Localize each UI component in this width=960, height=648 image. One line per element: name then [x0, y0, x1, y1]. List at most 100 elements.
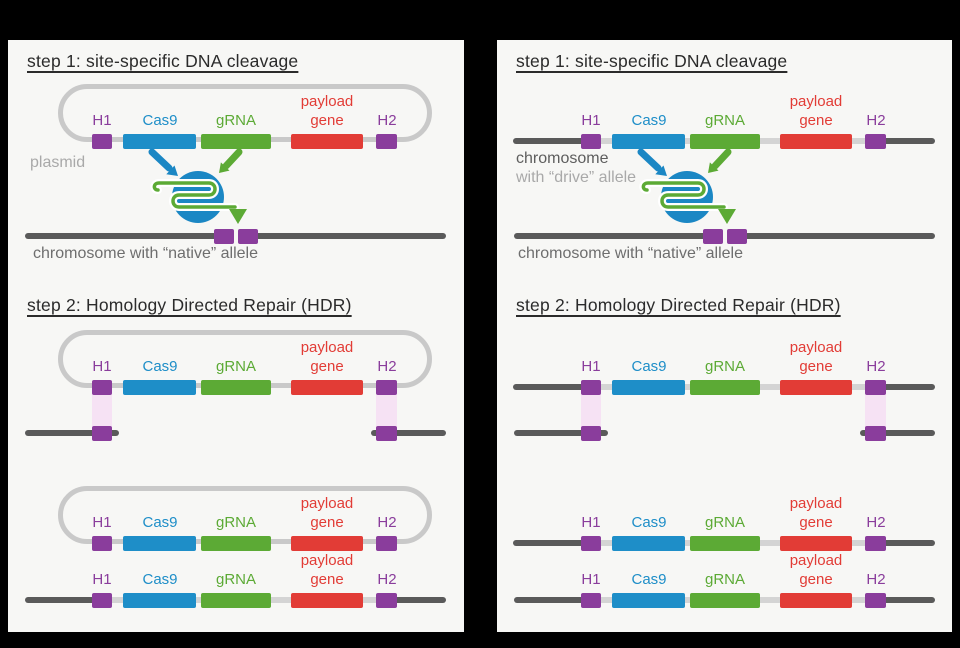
gene-block-cas9 — [612, 134, 685, 149]
grna-strand-icon — [641, 181, 726, 209]
gene-block-grna — [201, 593, 271, 608]
gene-label-h2: H2 — [866, 514, 886, 531]
gene-block-h1 — [581, 593, 601, 608]
gene-label-h2: H2 — [866, 571, 886, 588]
drive-gene-cassette: H1 Cas9 gRNA payload gene H2 — [497, 338, 952, 395]
gene-block-h1 — [92, 536, 112, 551]
gene-block-h1 — [92, 380, 112, 395]
gene-label-cas9: Cas9 — [142, 358, 178, 375]
cas9-arrow-icon — [637, 148, 662, 172]
repaired-chromosome-right-flank — [393, 597, 446, 603]
homology-block-h2 — [376, 426, 397, 441]
homology-block-h2 — [865, 426, 886, 441]
homology-band-h1 — [92, 387, 112, 433]
gene-label-h2: H2 — [377, 358, 397, 375]
panel-plasmid-drive: step 1: site-specific DNA cleavage H1 Ca… — [8, 40, 464, 632]
gene-block-cas9 — [123, 536, 196, 551]
gene-blocks — [497, 593, 952, 608]
gene-label-grna: gRNA — [704, 358, 745, 375]
native-allele-block-right — [727, 229, 747, 244]
gene-block-grna — [690, 134, 760, 149]
step1-title: step 1: site-specific DNA cleavage — [27, 51, 299, 71]
step2-title: step 2: Homology Directed Repair (HDR) — [516, 295, 841, 315]
gene-block-payload — [780, 593, 852, 608]
cut-site-pointer-icon — [718, 209, 736, 224]
native-allele-block-left — [214, 229, 234, 244]
cas9-arrowhead-icon — [166, 165, 178, 176]
gene-block-h2 — [865, 536, 886, 551]
gene-block-h1 — [92, 593, 112, 608]
cleavage-gap — [234, 227, 238, 246]
plasmid-label: plasmid — [30, 154, 86, 171]
gene-labels: H1 Cas9 gRNA payload gene H2 — [8, 494, 464, 532]
repaired-chromosome-right-flank — [882, 597, 935, 603]
gene-label-payload: payload gene — [789, 339, 843, 375]
gene-block-h2 — [376, 536, 397, 551]
gene-label-grna: gRNA — [704, 112, 745, 129]
gene-blocks — [8, 536, 464, 551]
drive-chromosome-left-flank — [513, 138, 585, 144]
gene-label-cas9: Cas9 — [631, 358, 667, 375]
gene-label-cas9: Cas9 — [631, 571, 667, 588]
drive-chromosome-label-line2: with “drive” allele — [516, 169, 637, 186]
repaired-chromosome-cassette: H1 Cas9 gRNA payload gene H2 — [8, 551, 464, 608]
gene-block-h1 — [92, 134, 112, 149]
gene-labels: H1 Cas9 gRNA payload gene H2 — [497, 551, 952, 589]
plasmid-gene-cassette: H1 Cas9 gRNA payload gene H2 — [8, 494, 464, 551]
gene-label-h1: H1 — [92, 112, 112, 129]
gene-label-h2: H2 — [377, 514, 397, 531]
cut-chromosome-left-arm — [514, 430, 608, 436]
gene-label-h2: H2 — [866, 358, 886, 375]
gene-label-h1: H1 — [581, 514, 601, 531]
gene-block-grna — [201, 134, 271, 149]
gene-labels: H1 Cas9 gRNA payload gene H2 — [8, 338, 464, 376]
gene-block-h2 — [376, 134, 397, 149]
plasmid-gene-cassette: H1 Cas9 gRNA payload gene H2 — [8, 92, 464, 149]
gene-label-grna: gRNA — [215, 358, 256, 375]
panel-chromosome-drive: step 1: site-specific DNA cleavage H1 Ca… — [497, 40, 952, 632]
cut-chromosome-left-arm — [25, 430, 119, 436]
grna-arrowhead-icon — [219, 162, 230, 173]
drive-chromosome-left-flank — [513, 540, 585, 546]
native-allele-block-left — [703, 229, 723, 244]
step1-title: step 1: site-specific DNA cleavage — [516, 51, 788, 71]
gene-block-h2 — [376, 380, 397, 395]
gene-label-h1: H1 — [92, 571, 112, 588]
grna-arrowhead-icon — [708, 162, 719, 173]
homology-band-h2 — [865, 387, 886, 433]
gene-block-payload — [780, 380, 852, 395]
gene-block-h1 — [581, 536, 601, 551]
gene-label-grna: gRNA — [215, 112, 256, 129]
gene-block-cas9 — [123, 134, 196, 149]
gene-block-h2 — [865, 380, 886, 395]
gene-block-cas9 — [123, 593, 196, 608]
gene-blocks — [497, 134, 952, 149]
grna-arrow-icon — [711, 148, 732, 170]
native-allele-block-right — [238, 229, 258, 244]
gene-block-cas9 — [612, 536, 685, 551]
homology-block-h1 — [581, 426, 601, 441]
native-chromosome-label: chromosome with “native” allele — [33, 245, 258, 262]
gene-block-h2 — [865, 134, 886, 149]
step2-title: step 2: Homology Directed Repair (HDR) — [27, 295, 352, 315]
grna-arrow-icon — [222, 148, 243, 170]
gene-blocks — [8, 593, 464, 608]
gene-label-h1: H1 — [581, 358, 601, 375]
drive-gene-cassette: H1 Cas9 gRNA payload gene H2 — [497, 494, 952, 551]
gene-block-payload — [780, 134, 852, 149]
gene-block-payload — [291, 134, 363, 149]
gene-label-cas9: Cas9 — [142, 514, 178, 531]
gene-label-payload: payload gene — [300, 495, 354, 531]
cas9-cleavage-icon — [148, 148, 247, 224]
gene-block-h1 — [581, 380, 601, 395]
gene-block-grna — [690, 380, 760, 395]
gene-block-payload — [780, 536, 852, 551]
gene-block-grna — [201, 380, 271, 395]
gene-label-grna: gRNA — [215, 514, 256, 531]
gene-label-cas9: Cas9 — [142, 112, 178, 129]
drive-chromosome-left-flank — [513, 384, 585, 390]
grna-strand-icon — [152, 181, 237, 209]
gene-label-cas9: Cas9 — [631, 112, 667, 129]
gene-block-payload — [291, 593, 363, 608]
gene-blocks — [8, 380, 464, 395]
